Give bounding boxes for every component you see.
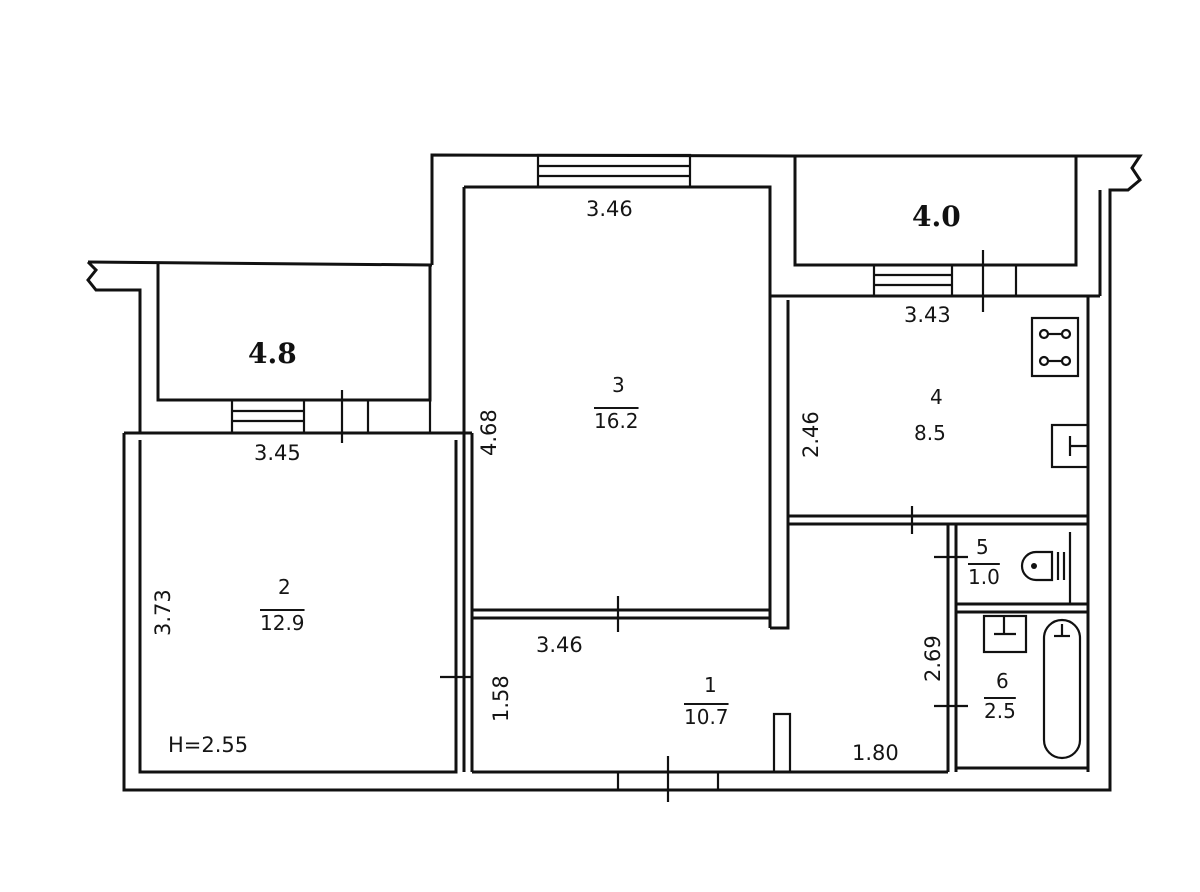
kitchen: 4 8.5 3.43 2.46 <box>788 296 1090 772</box>
wet-rooms: 5 1.0 6 2.5 2.69 <box>921 524 1088 772</box>
room-1-area: 10.7 <box>684 705 729 729</box>
room-6-number: 6 <box>996 669 1009 693</box>
room-2-depth-dim: 3.73 <box>151 589 175 636</box>
sink-icon <box>1050 423 1090 469</box>
toilet-icon <box>1020 532 1072 604</box>
kitchen-width-dim: 3.43 <box>904 303 951 327</box>
room-6-area: 2.5 <box>984 699 1016 723</box>
room-5-number: 5 <box>976 535 989 559</box>
ceiling-height: H=2.55 <box>168 733 248 757</box>
balcony-left-area: 4.8 <box>248 337 297 370</box>
bathtub-icon <box>1042 618 1082 760</box>
hallway: 1 10.7 3.46 1.58 1.80 <box>472 300 948 802</box>
hall-width-dim: 3.46 <box>536 633 583 657</box>
washbasin-icon <box>982 614 1028 654</box>
room-5-area: 1.0 <box>968 565 1000 589</box>
room-2-number: 2 <box>278 575 291 599</box>
stove-icon <box>1030 316 1080 378</box>
room-1-number: 1 <box>704 673 717 697</box>
balcony-right-area: 4.0 <box>912 200 961 233</box>
hall-passage-dim: 1.80 <box>852 741 899 765</box>
room-4-number: 4 <box>930 385 943 409</box>
room-3-width-dim: 3.46 <box>586 197 633 221</box>
room-2-area: 12.9 <box>260 611 305 635</box>
room-2-width-dim: 3.45 <box>254 441 301 465</box>
balcony-left: 4.8 <box>156 264 432 443</box>
room-3-area: 16.2 <box>594 409 639 433</box>
room-2: 2 12.9 3.45 3.73 H=2.55 <box>124 431 472 792</box>
kitchen-depth-dim: 2.46 <box>799 411 823 458</box>
room-4-area: 8.5 <box>914 421 946 445</box>
room-3-depth-dim: 4.68 <box>477 409 501 456</box>
room-3-number: 3 <box>612 373 625 397</box>
balcony-right: 4.0 <box>770 156 1102 312</box>
hall-depth-dim: 1.58 <box>489 675 513 722</box>
bath-depth-dim: 2.69 <box>921 635 945 682</box>
room-3: 3 16.2 3.46 4.68 <box>462 153 772 772</box>
